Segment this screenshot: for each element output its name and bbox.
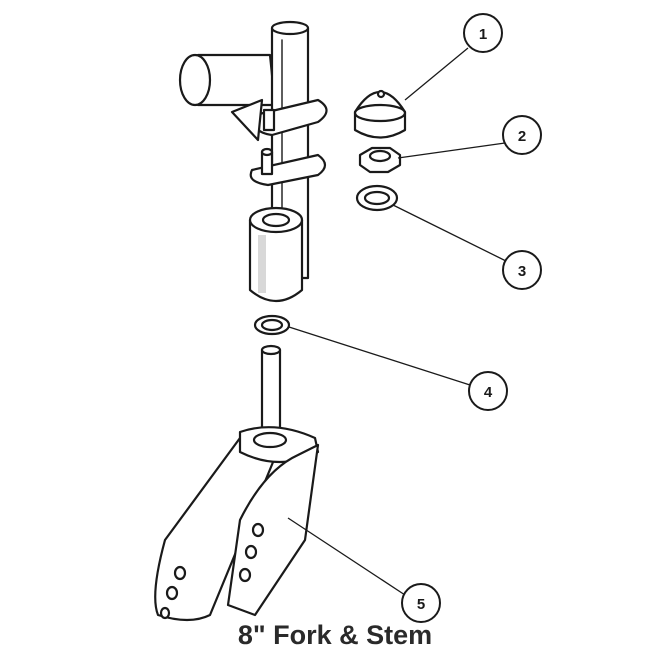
svg-text:1: 1 (479, 26, 487, 43)
lock-nut-part (358, 146, 402, 174)
svg-text:2: 2 (518, 128, 526, 145)
callout-4: 4 (468, 371, 508, 411)
svg-text:5: 5 (417, 596, 425, 613)
callout-5: 5 (401, 583, 441, 623)
washer-part-3 (355, 184, 399, 212)
leader-lines (287, 47, 509, 596)
diagram-title: 8" Fork & Stem (237, 620, 433, 650)
svg-text:3: 3 (518, 263, 526, 280)
callout-1: 1 (463, 13, 503, 53)
callout-2: 2 (502, 115, 542, 155)
bearing-housing (248, 206, 304, 303)
callout-3: 3 (502, 250, 542, 290)
washer-part-4 (253, 314, 291, 336)
fork-part (154, 344, 320, 622)
cap-part (353, 89, 407, 139)
svg-text:4: 4 (484, 384, 493, 401)
